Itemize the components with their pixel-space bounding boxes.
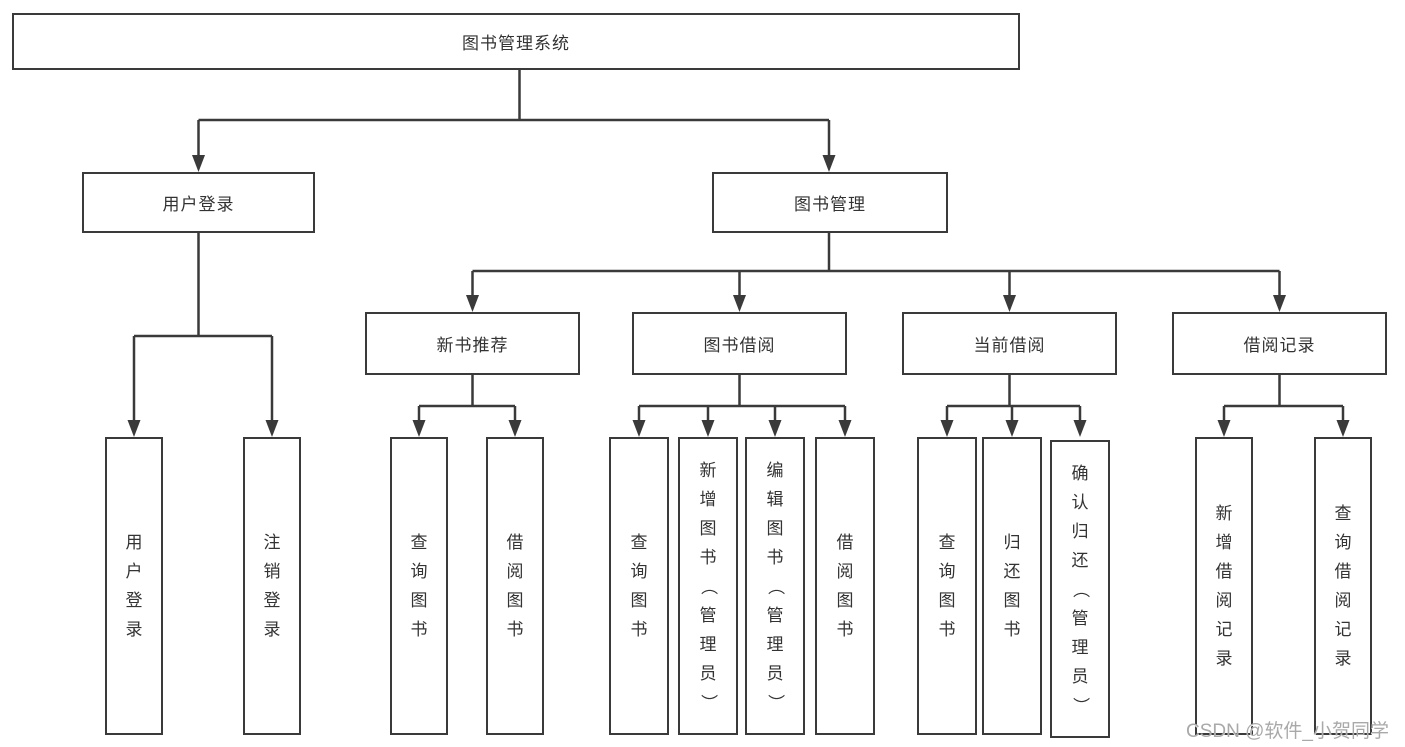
leaf-query-books-current: 查询图书 [917,437,977,735]
node-book-management: 图书管理 [712,172,948,233]
leaf-user-login: 用户登录 [105,437,163,735]
leaf-edit-book-admin: 编辑图书（管理员） [745,437,805,735]
leaf-add-borrow-record: 新增借阅记录 [1195,437,1253,735]
node-user-login: 用户登录 [82,172,315,233]
csdn-watermark: CSDN @软件_小贺同学 [1186,721,1389,742]
node-borrow-records: 借阅记录 [1172,312,1387,375]
leaf-return-book: 归还图书 [982,437,1042,735]
node-library-management-system: 图书管理系统 [12,13,1020,70]
node-current-borrow: 当前借阅 [902,312,1117,375]
leaf-borrow-books: 借阅图书 [815,437,875,735]
leaf-confirm-return-admin: 确认归还（管理员） [1050,440,1110,738]
leaf-query-books-recommend: 查询图书 [390,437,448,735]
node-book-borrow: 图书借阅 [632,312,847,375]
node-new-book-recommend: 新书推荐 [365,312,580,375]
leaf-query-borrow-record: 查询借阅记录 [1314,437,1372,735]
leaf-borrow-books-recommend: 借阅图书 [486,437,544,735]
leaf-add-book-admin: 新增图书（管理员） [678,437,738,735]
leaf-query-books-borrow: 查询图书 [609,437,669,735]
leaf-logout: 注销登录 [243,437,301,735]
